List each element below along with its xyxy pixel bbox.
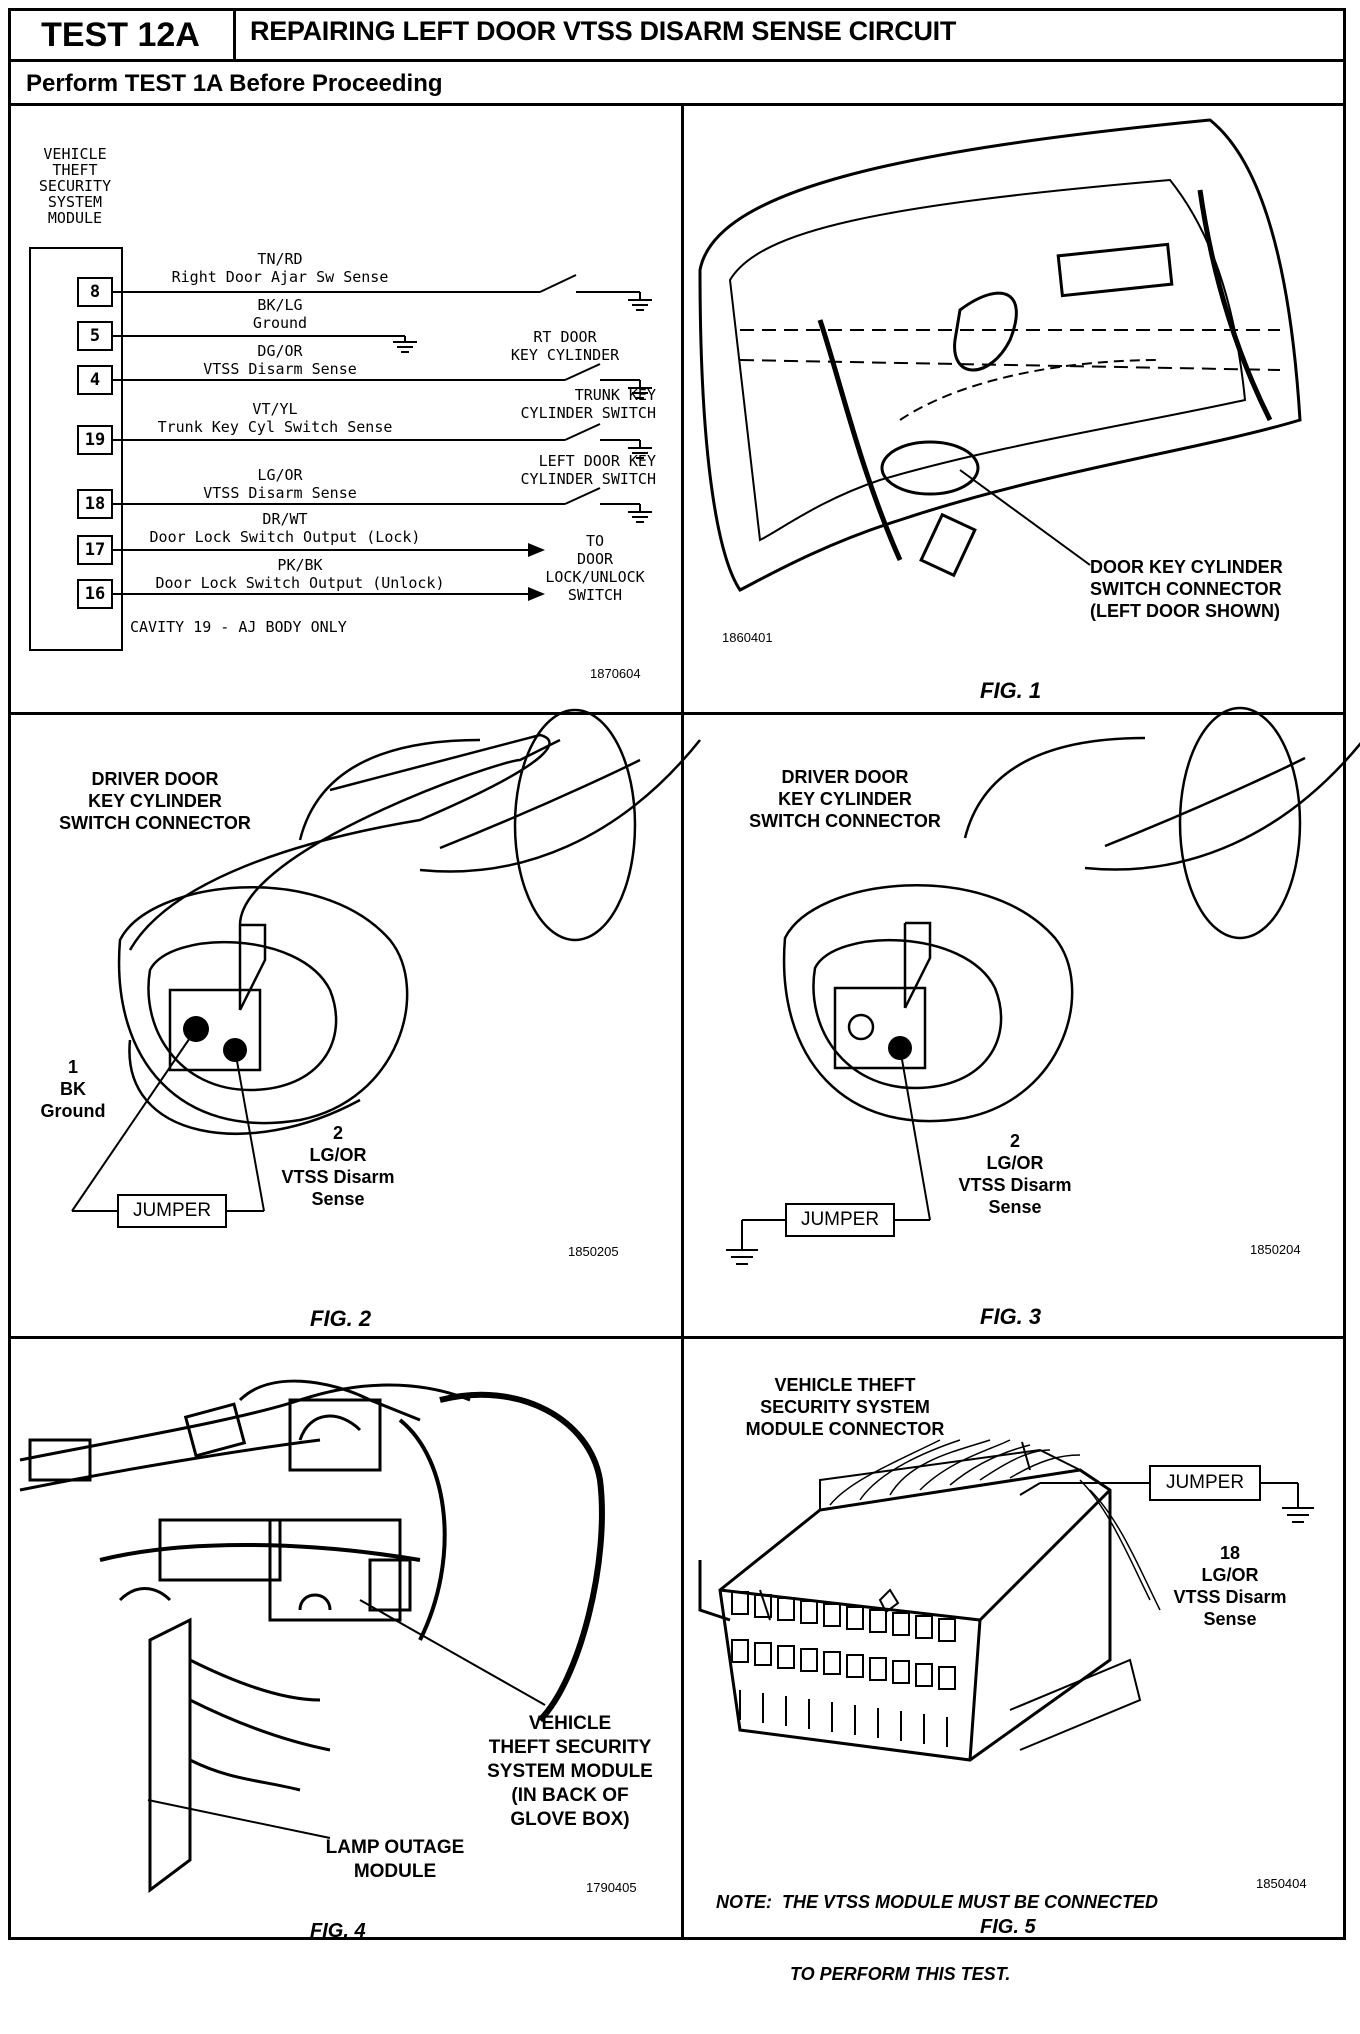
fig4-caption: FIG. 4 — [310, 1920, 366, 1942]
page-frame — [8, 8, 1346, 1940]
fig1-ref: 1860401 — [722, 630, 773, 645]
fig3-jumper-label: JUMPER — [800, 1209, 880, 1230]
test-number: TEST 12A — [8, 8, 236, 62]
fig5-note: NOTE: THE VTSS MODULE MUST BE CONNECTED … — [716, 1892, 1159, 1984]
fig4-ref: 1790405 — [586, 1880, 637, 1895]
fig5-ref: 1850404 — [1256, 1876, 1307, 1891]
pin-8: 8 — [89, 282, 101, 302]
fig2-caption: FIG. 2 — [310, 1306, 372, 1331]
fig5-jumper-label: JUMPER — [1165, 1472, 1245, 1493]
panel-divider-row1 — [8, 712, 1346, 715]
panel-divider-row2 — [8, 1336, 1346, 1339]
page-title: REPAIRING LEFT DOOR VTSS DISARM SENSE CI… — [250, 16, 957, 46]
pin-5: 5 — [89, 326, 101, 346]
fig1-caption: FIG. 1 — [980, 678, 1042, 703]
cavity-note: CAVITY 19 - AJ BODY ONLY — [130, 618, 347, 636]
pin-19: 19 — [84, 430, 106, 450]
schematic-ref: 1870604 — [590, 666, 641, 681]
prerequisite-bar: Perform TEST 1A Before Proceeding — [8, 62, 1346, 106]
pin-17: 17 — [84, 540, 106, 560]
pin-18: 18 — [84, 494, 106, 514]
fig3-caption: FIG. 3 — [980, 1304, 1042, 1329]
panel-divider-vertical — [681, 106, 684, 1940]
prerequisite-text: Perform TEST 1A Before Proceeding — [26, 70, 443, 97]
module-label: VEHICLE THEFT SECURITY SYSTEM MODULE — [38, 145, 112, 227]
fig3-ref: 1850204 — [1250, 1242, 1301, 1257]
pin-16: 16 — [84, 584, 106, 604]
header-bar — [8, 8, 1346, 62]
pin-4: 4 — [89, 370, 101, 390]
fig2-jumper-label: JUMPER — [132, 1200, 212, 1221]
fig2-ref: 1850205 — [568, 1244, 619, 1259]
fig5-caption: FIG. 5 — [980, 1916, 1036, 1938]
